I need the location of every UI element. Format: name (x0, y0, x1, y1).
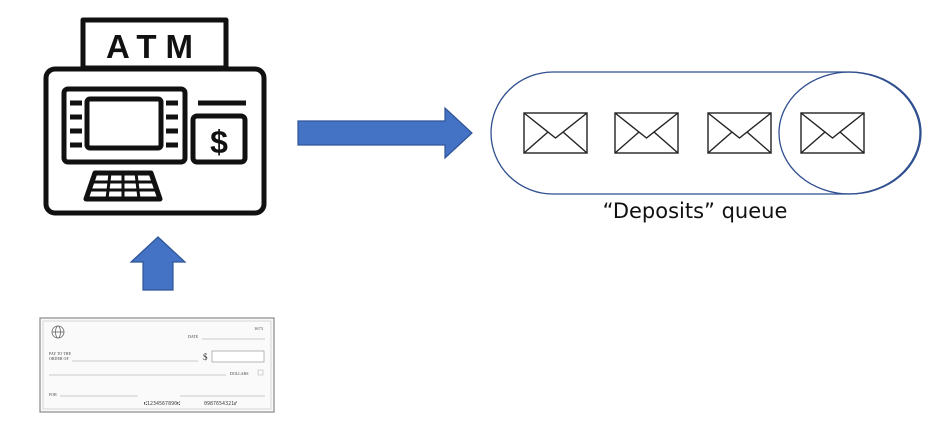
check-account-number: 0987654321⑈ (204, 401, 237, 407)
check-number: 1673 (254, 326, 264, 331)
envelope-icon (523, 112, 588, 154)
envelope-icon (800, 112, 865, 154)
deposits-queue (490, 71, 922, 195)
check-dollars-label: DOLLARS (230, 371, 248, 376)
queue-head (778, 71, 922, 195)
check-border (39, 317, 275, 413)
check-image: 1673 DATE PAY TO THE ORDER OF $ DOLLARS … (39, 317, 275, 413)
check-pay-to-line1: PAY TO THE (49, 351, 72, 356)
envelope-icon (614, 112, 679, 154)
globe-icon (51, 325, 65, 339)
atm-screen (84, 96, 164, 151)
queue-outline (490, 71, 921, 195)
envelope-icon (707, 112, 772, 154)
check-dollar-sign: $ (203, 352, 208, 362)
check-amount-box (211, 350, 265, 363)
check-routing-number: ⑆1234567890⑆ (144, 401, 180, 407)
atm-icon (43, 17, 267, 216)
queue-label: “Deposits” queue (602, 199, 788, 223)
atm-screen-panel (61, 86, 188, 165)
check-pay-to-line2: ORDER OF (49, 356, 69, 361)
atm-dollar-sign: $ (210, 124, 228, 160)
atm-sign-text: ATM (106, 28, 202, 65)
arrow-up-icon (129, 236, 187, 291)
atm-cash-box (190, 113, 248, 165)
atm-body (43, 66, 267, 216)
arrow-right-icon (297, 106, 473, 160)
check-for-label: FOR (49, 392, 57, 397)
check-date-label: DATE (188, 334, 199, 339)
